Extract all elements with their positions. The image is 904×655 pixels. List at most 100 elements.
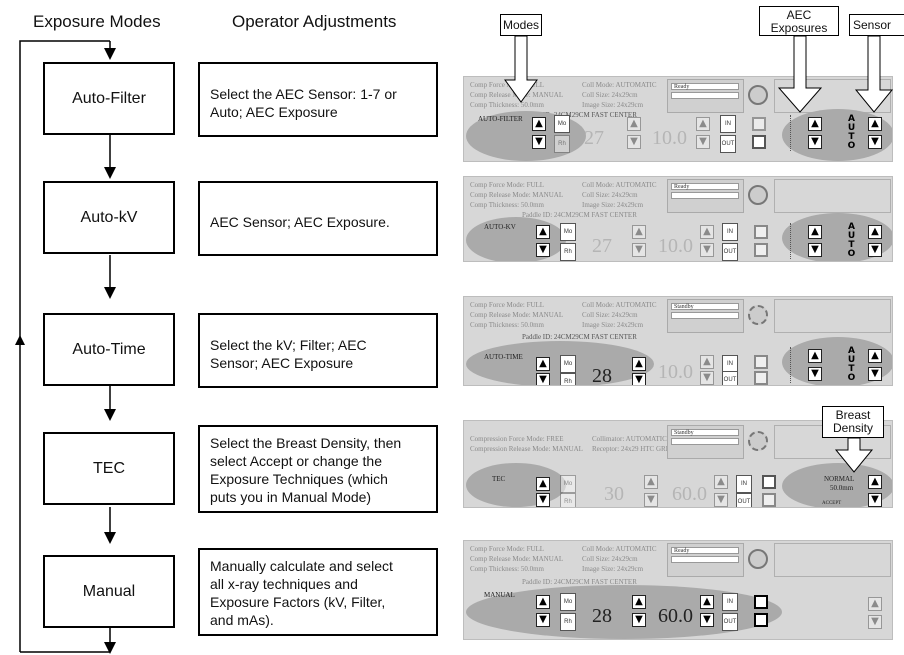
mode-box-auto-time: Auto-Time bbox=[43, 313, 175, 386]
aec-up-button[interactable]: ▲ bbox=[868, 597, 882, 611]
message-area bbox=[774, 179, 891, 213]
panel-auto-time: Comp Force Mode: FULL Comp Release Mode:… bbox=[463, 296, 893, 386]
filter-rh-button[interactable]: Rh bbox=[560, 243, 576, 261]
adjust-box-auto-kv: AEC Sensor; AEC Exposure. bbox=[198, 181, 438, 256]
in-button[interactable]: IN bbox=[720, 115, 736, 133]
callout-label: Sensor bbox=[853, 18, 892, 32]
kv-down-button[interactable]: ▼ bbox=[632, 373, 646, 385]
info-text: Comp Release Mode: MANUAL bbox=[470, 91, 564, 99]
aec-down-button[interactable]: ▼ bbox=[808, 243, 822, 257]
callout-label: Density bbox=[832, 421, 873, 435]
mas-down-button[interactable]: ▼ bbox=[700, 371, 714, 385]
sensor-up-button[interactable]: ▲ bbox=[868, 349, 882, 363]
kv-down-button[interactable]: ▼ bbox=[644, 493, 658, 507]
mas-up-button[interactable]: ▲ bbox=[700, 595, 714, 609]
receptor-square bbox=[754, 225, 768, 239]
aec-up-button[interactable]: ▲ bbox=[808, 225, 822, 239]
info-text: Coll Mode: AUTOMATIC bbox=[582, 301, 657, 309]
adjust-line: and mAs). bbox=[210, 612, 274, 628]
mas-down-button[interactable]: ▼ bbox=[696, 135, 710, 149]
sensor-down-button[interactable]: ▼ bbox=[868, 243, 882, 257]
mas-down-button[interactable]: ▼ bbox=[714, 493, 728, 507]
filter-up-button[interactable]: ▲ bbox=[532, 117, 546, 131]
filter-mo-button[interactable]: Mo bbox=[560, 355, 576, 373]
filter-up-button[interactable]: ▲ bbox=[536, 357, 550, 371]
filter-rh-button[interactable]: Rh bbox=[560, 493, 576, 507]
adjust-line: puts you in Manual Mode) bbox=[210, 489, 372, 505]
mas-value: 60.0 bbox=[658, 605, 693, 627]
auto-letter: U bbox=[847, 231, 856, 241]
mas-down-button[interactable]: ▼ bbox=[700, 243, 714, 257]
sensor-down-button[interactable]: ▼ bbox=[868, 367, 882, 381]
auto-letter: T bbox=[848, 364, 855, 374]
status-text: Ready bbox=[671, 547, 739, 554]
radiation-icon bbox=[748, 185, 768, 205]
filter-mo-button[interactable]: Mo bbox=[560, 593, 576, 611]
message-area bbox=[774, 79, 891, 113]
filter-down-button[interactable]: ▼ bbox=[536, 493, 550, 507]
filter-down-button[interactable]: ▼ bbox=[536, 373, 550, 385]
filter-up-button[interactable]: ▲ bbox=[536, 595, 550, 609]
kv-up-button[interactable]: ▲ bbox=[632, 225, 646, 239]
out-button[interactable]: OUT bbox=[720, 135, 736, 153]
out-button[interactable]: OUT bbox=[722, 613, 738, 631]
mas-up-button[interactable]: ▲ bbox=[714, 475, 728, 489]
in-button[interactable]: IN bbox=[722, 223, 738, 241]
radiation-icon bbox=[748, 305, 768, 325]
density-down-button[interactable]: ▼ bbox=[868, 493, 882, 507]
aec-down-button[interactable]: ▼ bbox=[808, 135, 822, 149]
adjust-line: select Accept or change the bbox=[210, 453, 382, 469]
loop-line bbox=[19, 40, 110, 652]
kv-up-button[interactable]: ▲ bbox=[632, 357, 646, 371]
mas-up-button[interactable]: ▲ bbox=[700, 355, 714, 369]
panel-auto-kv: Comp Force Mode: FULL Comp Release Mode:… bbox=[463, 176, 893, 262]
filter-down-button[interactable]: ▼ bbox=[536, 243, 550, 257]
sensor-up-button[interactable]: ▲ bbox=[868, 225, 882, 239]
mode-highlight bbox=[466, 217, 566, 261]
kv-down-button[interactable]: ▼ bbox=[632, 243, 646, 257]
mode-indicator: AUTO-FILTER bbox=[478, 115, 523, 123]
auto-letter: A bbox=[848, 222, 855, 232]
auto-letter: A bbox=[848, 114, 855, 124]
kv-down-button[interactable]: ▼ bbox=[632, 613, 646, 627]
kv-down-button[interactable]: ▼ bbox=[627, 135, 641, 149]
info-text: Comp Thickness: 50.0mm bbox=[470, 101, 544, 109]
kv-up-button[interactable]: ▲ bbox=[632, 595, 646, 609]
in-button[interactable]: IN bbox=[722, 593, 738, 611]
filter-rh-button[interactable]: Rh bbox=[560, 373, 576, 385]
filter-rh-button[interactable]: Rh bbox=[560, 613, 576, 631]
mas-up-button[interactable]: ▲ bbox=[696, 117, 710, 131]
filter-down-button[interactable]: ▼ bbox=[532, 135, 546, 149]
density-up-button[interactable]: ▲ bbox=[868, 475, 882, 489]
accept-button[interactable]: ACCEPT bbox=[822, 501, 842, 506]
aec-up-button[interactable]: ▲ bbox=[808, 117, 822, 131]
filter-up-button[interactable]: ▲ bbox=[536, 477, 550, 491]
aec-down-button[interactable]: ▼ bbox=[868, 615, 882, 629]
mas-up-button[interactable]: ▲ bbox=[700, 225, 714, 239]
kv-up-button[interactable]: ▲ bbox=[644, 475, 658, 489]
aec-down-button[interactable]: ▼ bbox=[808, 367, 822, 381]
mas-down-button[interactable]: ▼ bbox=[700, 613, 714, 627]
in-button[interactable]: IN bbox=[722, 355, 738, 373]
kv-up-button[interactable]: ▲ bbox=[627, 117, 641, 131]
info-text: Image Size: 24x29cm bbox=[582, 321, 644, 329]
panel-tec: Compression Force Mode: FREE Compression… bbox=[463, 420, 893, 508]
out-button[interactable]: OUT bbox=[736, 493, 752, 507]
radiation-icon bbox=[748, 549, 768, 569]
kv-value: 30 bbox=[604, 483, 624, 505]
filter-mo-button[interactable]: Mo bbox=[560, 475, 576, 493]
adjust-line: Sensor; AEC Exposure bbox=[210, 354, 354, 371]
out-button[interactable]: OUT bbox=[722, 243, 738, 261]
filter-down-button[interactable]: ▼ bbox=[536, 613, 550, 627]
out-button[interactable]: OUT bbox=[722, 371, 738, 385]
in-button[interactable]: IN bbox=[736, 475, 752, 493]
filter-mo-button[interactable]: Mo bbox=[554, 115, 570, 133]
filter-rh-button[interactable]: Rh bbox=[554, 135, 570, 153]
callout-label: Exposures bbox=[770, 21, 828, 35]
sensor-down-button[interactable]: ▼ bbox=[868, 135, 882, 149]
filter-mo-button[interactable]: Mo bbox=[560, 223, 576, 241]
aec-up-button[interactable]: ▲ bbox=[808, 349, 822, 363]
sensor-up-button[interactable]: ▲ bbox=[868, 117, 882, 131]
filter-up-button[interactable]: ▲ bbox=[536, 225, 550, 239]
